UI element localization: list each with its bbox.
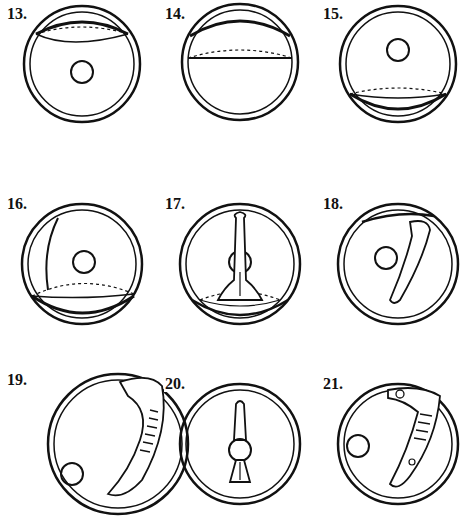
figure-number: 19.	[6, 372, 28, 388]
figure-number: 18.	[322, 196, 344, 212]
egg-20	[180, 384, 300, 504]
figure-number: 15.	[322, 6, 344, 22]
egg-18	[338, 204, 458, 324]
egg-15	[340, 6, 456, 122]
figure-number: 20.	[164, 376, 186, 392]
egg-14	[182, 4, 298, 120]
figure-number: 17.	[164, 196, 186, 212]
egg-19	[48, 374, 188, 514]
egg-21	[338, 384, 458, 504]
egg-17	[180, 204, 300, 324]
egg-13	[24, 6, 140, 122]
egg-16	[22, 204, 142, 324]
figure-number: 14.	[164, 6, 186, 22]
figure-number: 21.	[322, 376, 344, 392]
figure-number: 16.	[6, 196, 28, 212]
figure-number: 13.	[6, 6, 28, 22]
